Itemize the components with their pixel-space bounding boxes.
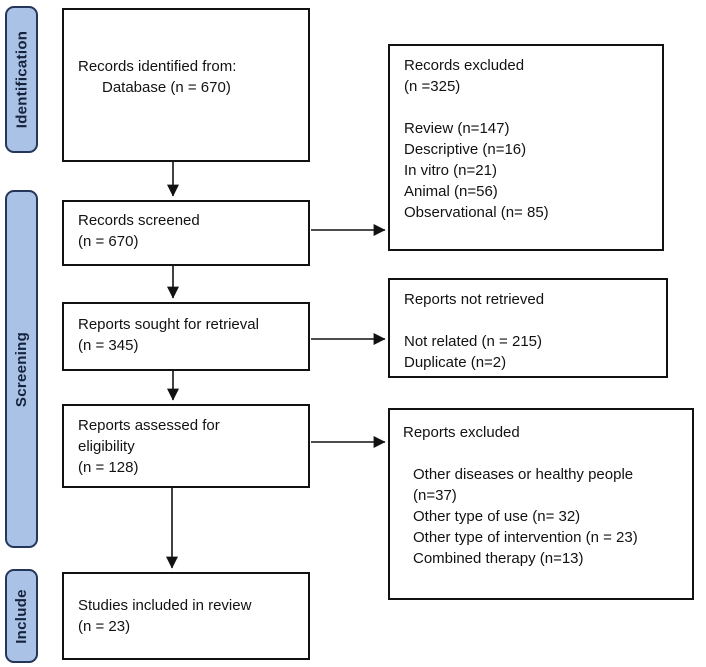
text-line: Other type of intervention (n = 23) [413, 529, 638, 546]
box-reports-assessed: Reports assessed for eligibility (n = 12… [62, 404, 310, 488]
box-records-excluded: Records excluded (n =325) Review (n=147)… [388, 44, 664, 251]
box-reports-not-retrieved: Reports not retrieved Not related (n = 2… [388, 278, 668, 378]
text-line: eligibility [78, 438, 135, 455]
text-line: Reports assessed for [78, 417, 220, 434]
text-line: Other type of use (n= 32) [413, 508, 581, 525]
text-line: Review (n=147) [404, 120, 510, 137]
text-line: (n = 128) [78, 459, 139, 476]
text-line: Reports excluded [403, 424, 520, 441]
text-line: Records screened [78, 212, 200, 229]
text-line: Animal (n=56) [404, 183, 498, 200]
text-line: Other diseases or healthy people [413, 466, 634, 483]
text-line: (n = 670) [78, 233, 139, 250]
text-line [404, 97, 656, 118]
text-line: Not related (n = 215) [404, 333, 542, 350]
stage-label-screening-text: Screening [13, 331, 31, 407]
text-line: (n =325) [404, 78, 461, 95]
text-line: Reports not retrieved [404, 291, 545, 308]
box-records-identified: Records identified from: Database (n = 6… [62, 8, 310, 162]
stage-label-include: Include [5, 569, 38, 663]
box-studies-included: Studies included in review (n = 23) [62, 572, 310, 660]
text-line: (n=37) [413, 487, 457, 504]
text-line: Studies included in review [78, 597, 252, 614]
text-line [403, 443, 686, 464]
text-line: In vitro (n=21) [404, 162, 497, 179]
text-line: Observational (n= 85) [404, 204, 549, 221]
text-line: Duplicate (n=2) [404, 354, 507, 371]
text-line: (n = 23) [78, 618, 131, 635]
text-line: Records excluded [404, 57, 525, 74]
stage-label-screening: Screening [5, 190, 38, 548]
text-line: (n = 345) [78, 337, 139, 354]
stage-label-include-text: Include [13, 588, 31, 644]
box-reports-sought: Reports sought for retrieval (n = 345) [62, 302, 310, 371]
box-reports-excluded: Reports excluded Other diseases or healt… [388, 408, 694, 600]
text-line [404, 310, 660, 331]
box-records-screened: Records screened (n = 670) [62, 200, 310, 266]
text-line: Records identified from: [78, 58, 237, 75]
text-line: Database (n = 670) [102, 79, 231, 96]
text-line: Descriptive (n=16) [404, 141, 527, 158]
stage-label-identification: Identification [5, 6, 38, 153]
stage-label-identification-text: Identification [13, 30, 31, 129]
text-line: Combined therapy (n=13) [413, 550, 584, 567]
text-line: Reports sought for retrieval [78, 316, 259, 333]
